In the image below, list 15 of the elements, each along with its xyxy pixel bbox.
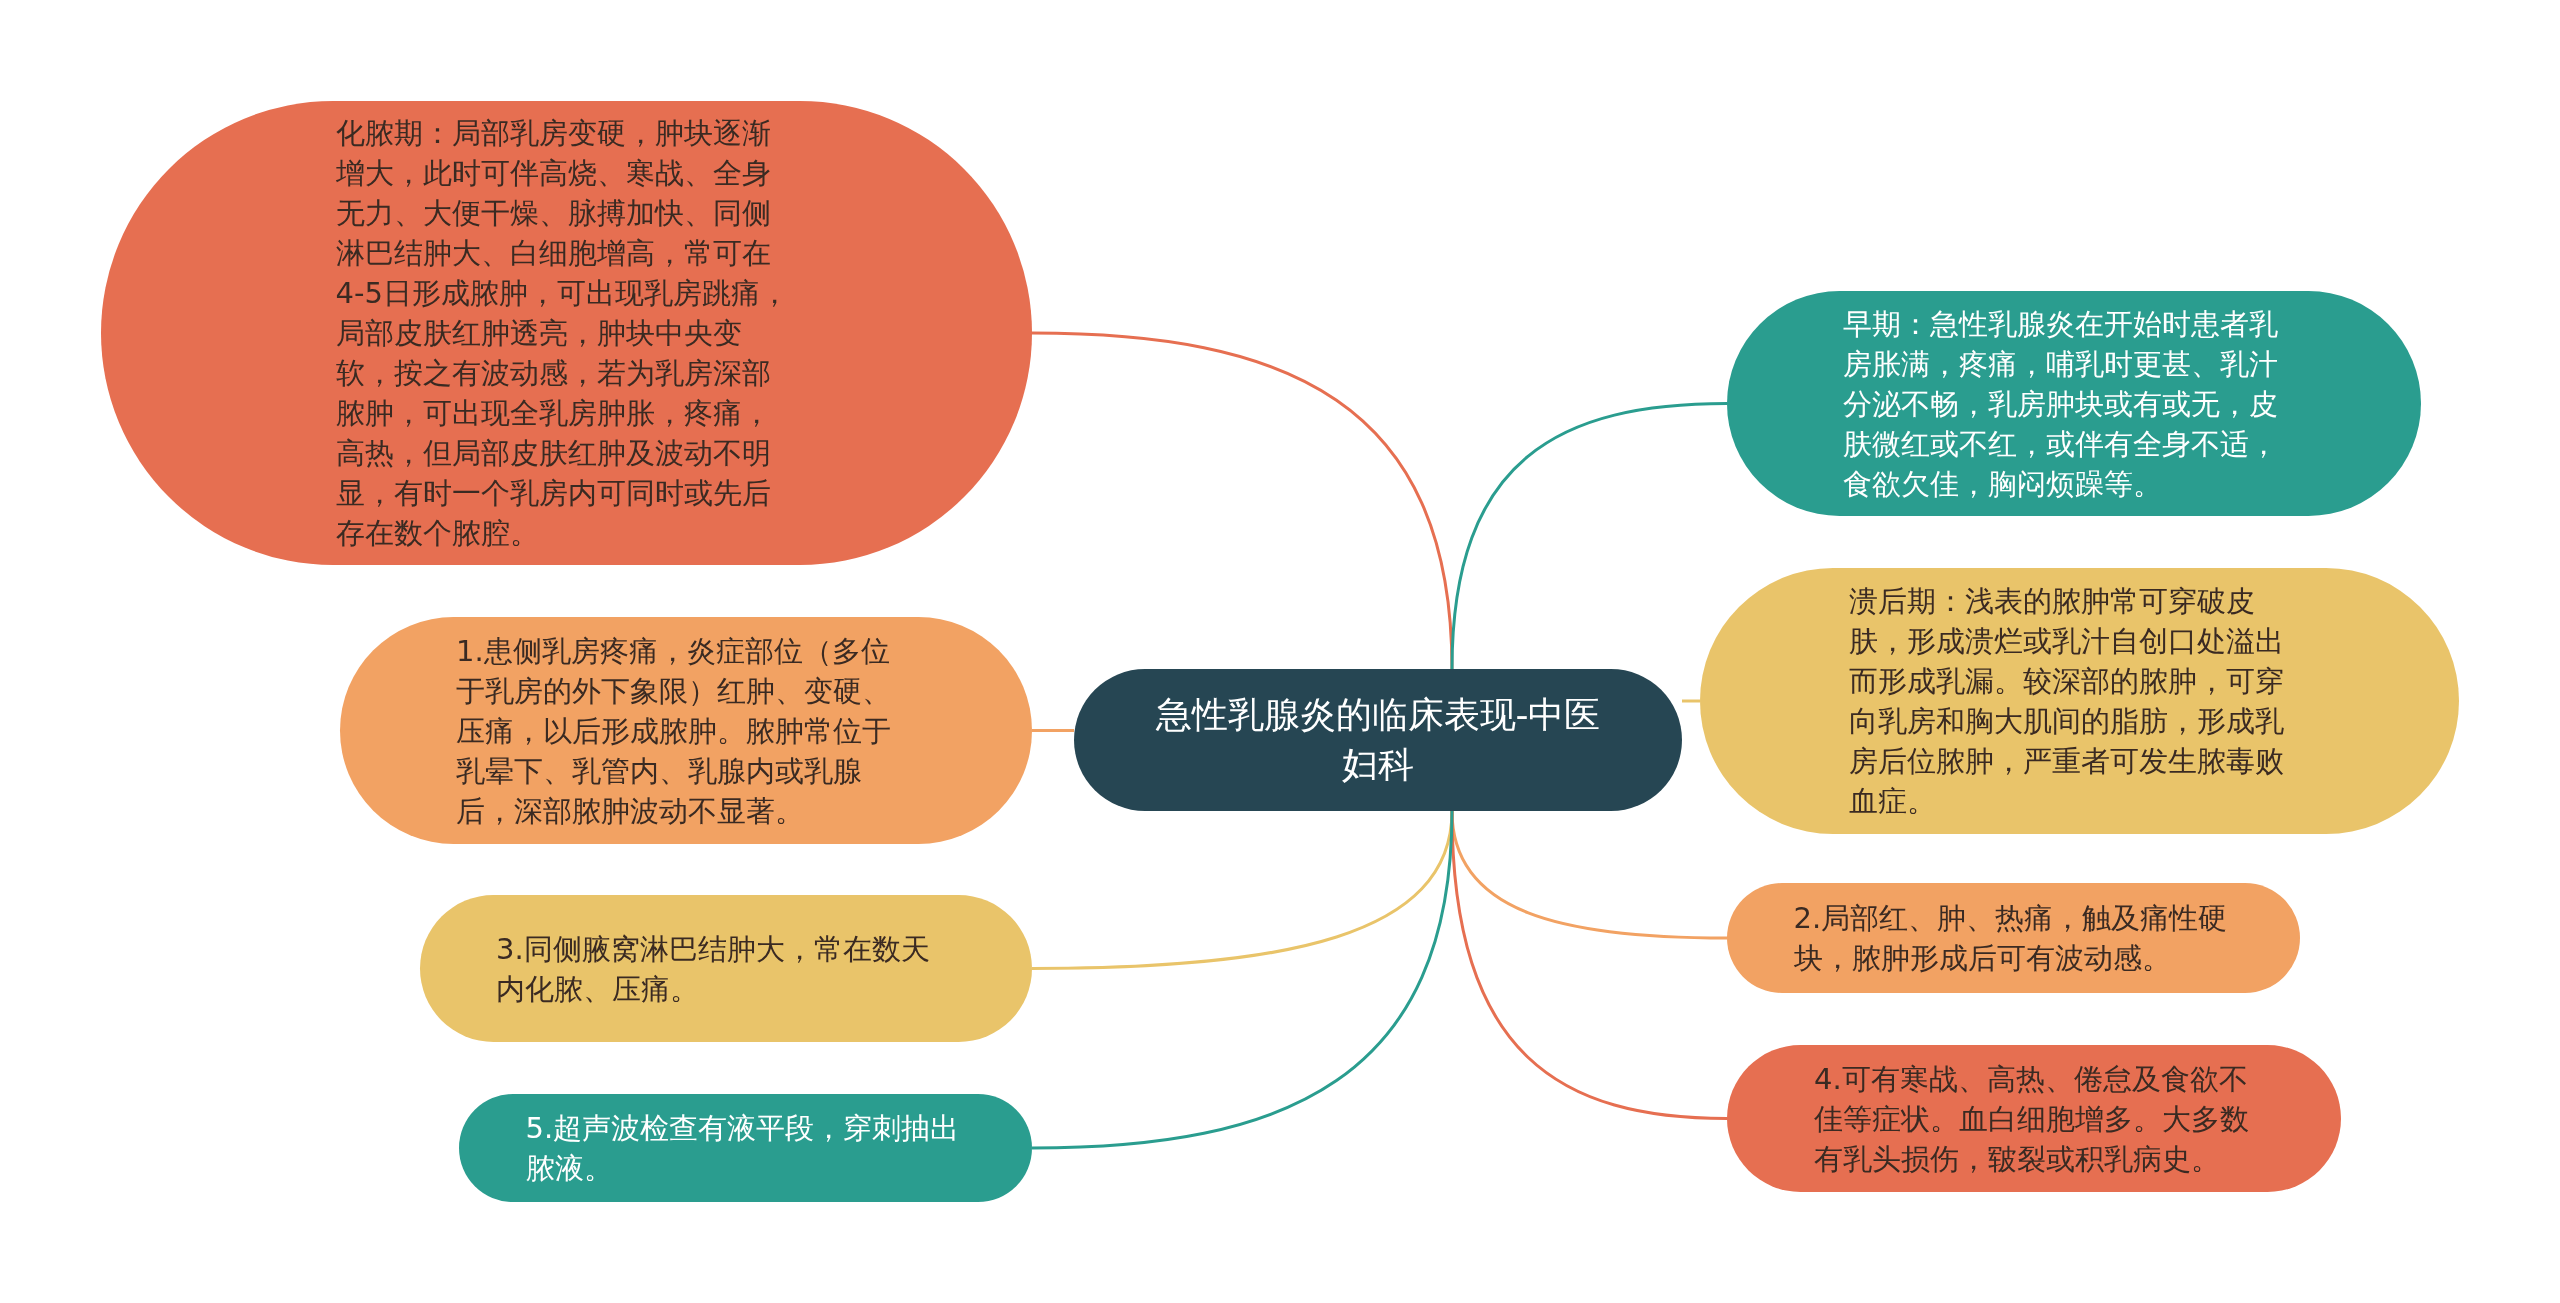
connector-line xyxy=(1682,699,1700,703)
topic-text: 化脓期：局部乳房变硬，肿块逐渐增大，此时可伴高烧、寒战、全身无力、大便干燥、脉搏加快、同侧淋巴结肿大、白细胞增高，常可在4-5日形成脓肿，可出现乳房跳痛，局部皮肤红肿透亮，肿块中央变软，按之有波动感，若为乳房深部脓肿，可出现全乳房肿胀，疼痛，高热，但局部皮肤红肿及波动不明显，有时一个乳房内可同时或先后存在数个脓腔。 xyxy=(335,115,790,552)
connector-line xyxy=(1450,402,1728,670)
topic-text: 1.患侧乳房疼痛，炎症部位（多位于乳房的外下象限）红肿、变硬、压痛，以后形成脓肿。脓肿常位于乳晕下、乳管内、乳腺内或乳腺后，深部脓肿波动不显著。 xyxy=(456,632,892,830)
connector-line xyxy=(1031,810,1454,1150)
topic-text: 早期：急性乳腺炎在开始时患者乳房胀满，疼痛，哺乳时更甚、乳汁分泌不畅，乳房肿块或有或无，皮肤微红或不红，或伴有全身不适，食欲欠佳，胸闷烦躁等。 xyxy=(1843,305,2279,503)
topic-text: 5.超声波检查有液平段，穿刺抽出脓液。 xyxy=(525,1110,961,1187)
topic-title: 急性乳腺炎的临床表现-中医妇科 xyxy=(1154,693,1602,787)
topic-text: 溃后期：浅表的脓肿常可穿破皮肤，形成溃烂或乳汁自创口处溢出而形成乳漏。较深部的脓肿，可穿向乳房和胸大肌间的脂肪，形成乳房后位脓肿，严重者可发生脓毒败血症。 xyxy=(1848,583,2285,820)
topic-text: 3.同侧腋窝淋巴结肿大，常在数天内化脓、压痛。 xyxy=(496,930,931,1008)
topic-text: 4.可有寒战、高热、倦怠及食欲不佳等症状。血白细胞增多。大多数有乳头损伤，皲裂或积乳病史。 xyxy=(1814,1060,2250,1178)
connector-line xyxy=(1031,331,1454,670)
connector-line xyxy=(1450,810,1728,1120)
connector-line xyxy=(1032,729,1074,732)
topic-text: 2.局部红、肿、热痛，触及痛性硬块，脓肿形成后可有波动感。 xyxy=(1793,900,2229,977)
